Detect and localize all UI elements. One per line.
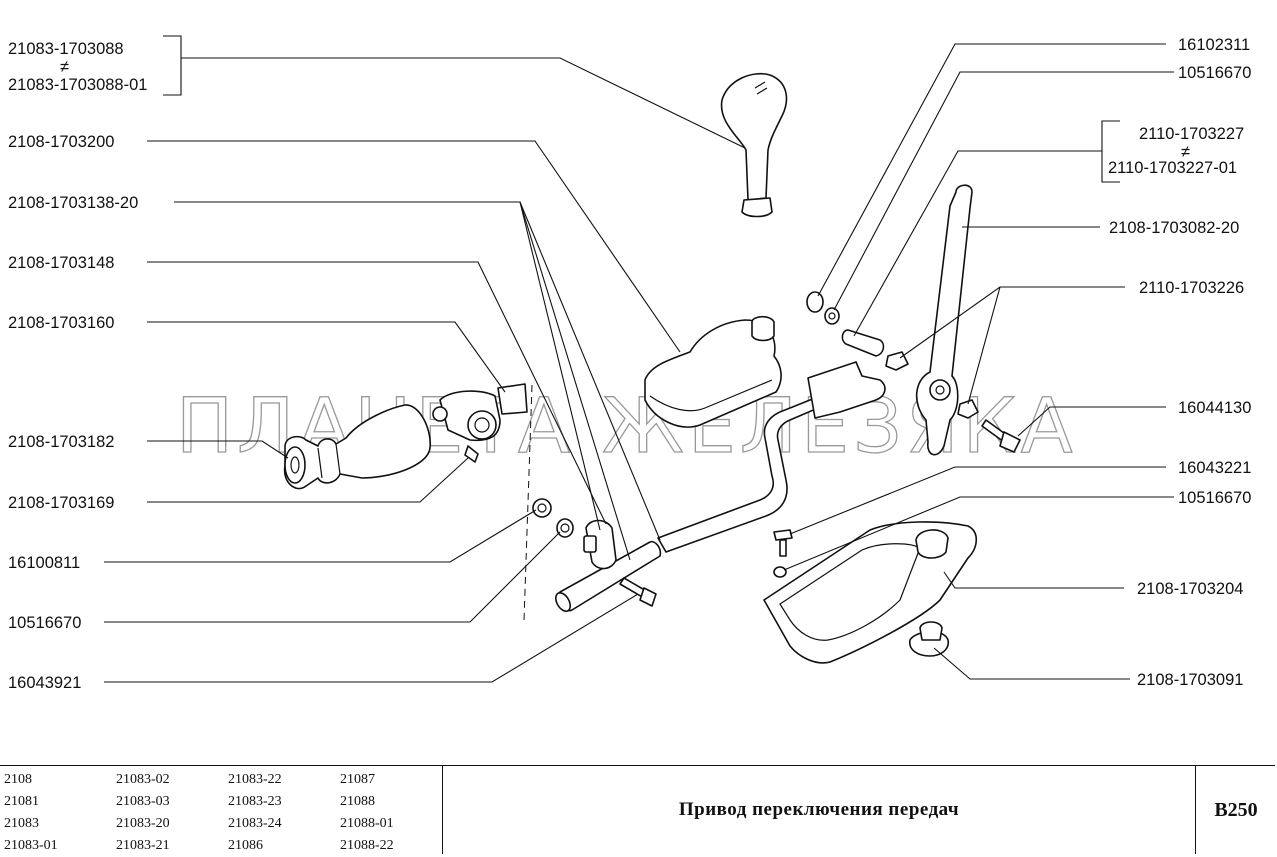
label-2108-1703082-20: 2108-1703082-20 — [1109, 219, 1239, 237]
model-item: 21088 — [340, 794, 375, 809]
label-21083-1703088-01: 21083-1703088-01 — [8, 76, 147, 94]
reaction-rod-part — [915, 184, 973, 456]
label-neq-left: ≠ — [60, 58, 69, 76]
model-item: 21088-22 — [340, 838, 394, 853]
gearshift-diagram: ПЛАНЕТА ЖЕЛЕЗЯКА — [8, 35, 1251, 692]
nut-16100811-part — [532, 498, 552, 518]
model-column-3: 21083-22 21083-23 21083-24 21086 — [228, 769, 282, 857]
label-2108-1703091: 2108-1703091 — [1137, 671, 1243, 689]
gear-knob-part — [720, 73, 788, 218]
label-neq-right: ≠ — [1181, 143, 1190, 161]
bellows-part — [283, 404, 431, 490]
model-item: 21083-23 — [228, 794, 282, 809]
label-16102311: 16102311 — [1178, 36, 1250, 54]
lever-boot-part — [644, 315, 782, 428]
axis-line — [523, 384, 533, 621]
leader-lines — [104, 35, 1174, 683]
washer-left-part — [556, 518, 574, 538]
model-column-4: 21087 21088 21088-01 21088-22 — [340, 769, 394, 857]
label-2108-1703204: 2108-1703204 — [1137, 580, 1243, 598]
model-column-2: 21083-02 21083-03 21083-20 21083-21 — [116, 769, 170, 857]
label-16043221: 16043221 — [1178, 459, 1251, 477]
label-2110-1703227: 2110-1703227 — [1139, 125, 1244, 143]
label-2108-1703169: 2108-1703169 — [8, 494, 114, 512]
label-10516670-r2: 10516670 — [1178, 489, 1251, 507]
label-2108-1703160: 2108-1703160 — [8, 314, 114, 332]
shift-rod-part — [657, 361, 886, 553]
model-item: 21083-01 — [4, 838, 58, 853]
base-plate-part — [763, 521, 978, 664]
model-item: 21083-03 — [116, 794, 170, 809]
model-item: 21083-02 — [116, 772, 170, 787]
model-item: 21083 — [4, 816, 39, 831]
model-item: 21083-21 — [116, 838, 170, 853]
sleeve-part — [841, 329, 885, 357]
label-2110-1703227-01: 2110-1703227-01 — [1108, 159, 1237, 177]
clamp-part — [583, 519, 617, 570]
bolt-16043221-part — [773, 529, 793, 557]
label-16044130: 16044130 — [1178, 399, 1251, 417]
rod-end-tube-part — [554, 540, 662, 612]
label-16043921: 16043921 — [8, 674, 81, 692]
rubber-cup-part — [908, 621, 950, 657]
label-2108-1703148: 2108-1703148 — [8, 254, 114, 272]
hinge-part — [432, 383, 528, 442]
pin-part — [464, 445, 479, 463]
model-item: 21083-24 — [228, 816, 282, 831]
model-item: 21087 — [340, 772, 375, 787]
nut-lower-2110-1703226-part — [957, 399, 979, 419]
model-item: 21083-20 — [116, 816, 170, 831]
model-item: 21081 — [4, 794, 39, 809]
title-block: 2108 21081 21083 21083-01 21083-02 21083… — [0, 765, 1275, 854]
bolt-16044130-part — [981, 419, 1021, 453]
label-16100811: 16100811 — [8, 554, 80, 572]
model-item: 21088-01 — [340, 816, 394, 831]
label-2108-1703200: 2108-1703200 — [8, 133, 114, 151]
bolt-16043921-part — [619, 577, 657, 607]
model-item: 2108 — [4, 772, 32, 787]
label-2108-1703182: 2108-1703182 — [8, 433, 114, 451]
label-10516670-left: 10516670 — [8, 614, 81, 632]
model-item: 21083-22 — [228, 772, 282, 787]
page-code: В250 — [1214, 798, 1258, 821]
label-2108-1703138-20: 2108-1703138-20 — [8, 194, 138, 212]
washer-10516670-part — [824, 307, 840, 325]
model-item: 21086 — [228, 838, 263, 853]
model-list: 2108 21081 21083 21083-01 21083-02 21083… — [0, 766, 443, 854]
diagram-title: Привод переключения передач — [443, 766, 1196, 854]
model-column-1: 2108 21081 21083 21083-01 — [4, 769, 58, 857]
label-21083-1703088: 21083-1703088 — [8, 40, 124, 58]
label-2110-1703226: 2110-1703226 — [1139, 279, 1244, 297]
nut-16102311-part — [806, 291, 824, 313]
washer-right-part — [773, 566, 787, 578]
label-10516670-r1: 10516670 — [1178, 64, 1251, 82]
